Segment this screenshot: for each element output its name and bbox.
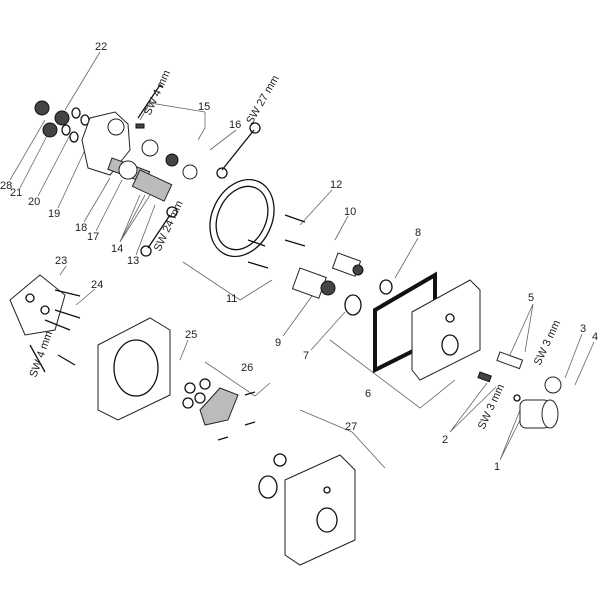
label-20: 20: [28, 196, 40, 208]
label-16: 16: [229, 119, 241, 131]
label-23: 23: [55, 255, 67, 267]
label-2: 2: [442, 434, 448, 446]
label-3: 3: [580, 323, 586, 335]
label-10: 10: [344, 206, 356, 218]
label-sw4-top: SW 4 mm: [142, 68, 173, 117]
hex-key-left: [29, 344, 46, 373]
label-19: 19: [48, 208, 60, 220]
bracket: [9, 274, 81, 336]
cover-plate-square: [411, 279, 481, 381]
hex-key-tool: [137, 84, 164, 119]
label-6: 6: [365, 388, 371, 400]
label-1: 1: [494, 461, 500, 473]
label-sw24: SW 24 mm: [152, 199, 186, 253]
label-12: 12: [330, 179, 342, 191]
label-17: 17: [87, 231, 99, 243]
mounting-ring: [209, 178, 275, 258]
label-7: 7: [303, 350, 309, 362]
extension-sleeves: [291, 252, 393, 316]
label-28: 28: [0, 180, 12, 192]
label-26: 26: [241, 362, 253, 374]
wall-plate-round: [97, 317, 171, 421]
label-11: 11: [226, 293, 237, 305]
valve-body-assembly: [34, 100, 198, 202]
label-24: 24: [91, 279, 103, 291]
label-18: 18: [75, 222, 87, 234]
finish-plate: [258, 453, 356, 566]
handle-parts: [477, 351, 562, 429]
label-15: 15: [198, 101, 210, 113]
label-22: 22: [95, 41, 107, 53]
wrench-27: [216, 122, 261, 179]
label-9: 9: [275, 337, 281, 349]
label-14: 14: [111, 243, 123, 255]
plaster-guard-set: [182, 378, 256, 441]
label-8: 8: [415, 227, 421, 239]
label-25: 25: [185, 329, 197, 341]
part-number-labels: 22 15 16 28 21 20 19 18 17 14 13 12 10 8…: [0, 41, 598, 473]
label-sw27: SW 27 mm: [244, 73, 282, 126]
label-5: 5: [528, 292, 534, 304]
label-21: 21: [10, 187, 22, 199]
leader-lines: [9, 51, 595, 469]
label-27: 27: [345, 421, 357, 433]
label-13: 13: [127, 255, 139, 267]
screw-24: [57, 354, 76, 366]
label-sw3-bottom: SW 3 mm: [476, 382, 507, 431]
label-sw4-left: SW 4 mm: [28, 330, 56, 379]
wrench-24: [140, 206, 178, 257]
label-sw3-right: SW 3 mm: [532, 318, 563, 367]
screws: [247, 214, 306, 269]
label-4: 4: [592, 331, 598, 343]
